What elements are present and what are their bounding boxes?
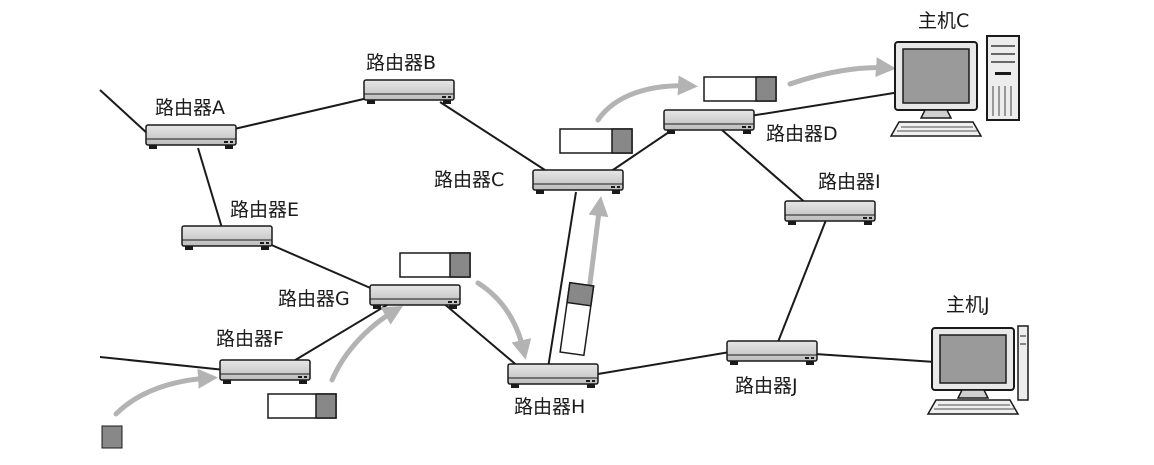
router-f bbox=[219, 359, 311, 384]
link-c-h bbox=[547, 191, 577, 369]
router-h bbox=[507, 363, 599, 388]
link-i-j bbox=[777, 219, 827, 343]
router-icon bbox=[145, 124, 237, 149]
link-h-j bbox=[597, 351, 731, 375]
router-e bbox=[181, 225, 273, 250]
link-a-b bbox=[229, 97, 369, 131]
arrow-d-to-hostc bbox=[787, 57, 896, 87]
link-offscreen-a bbox=[99, 89, 149, 135]
router-icon bbox=[784, 200, 876, 225]
router-b bbox=[363, 79, 455, 104]
router-icon bbox=[726, 340, 818, 365]
packets bbox=[101, 76, 777, 449]
link-g-h bbox=[441, 301, 521, 369]
packet-icon bbox=[101, 425, 123, 449]
router-icon bbox=[369, 284, 461, 309]
link-j-hostj bbox=[814, 353, 936, 363]
link-offscreen-f bbox=[99, 356, 226, 371]
router-icon bbox=[363, 79, 455, 104]
label-router-h: 路由器H bbox=[514, 396, 585, 418]
packet-icon bbox=[399, 252, 471, 278]
router-icon bbox=[219, 359, 311, 384]
router-a bbox=[145, 124, 237, 149]
label-host-c: 主机C bbox=[918, 10, 969, 32]
label-router-e: 路由器E bbox=[230, 199, 299, 221]
link-b-c bbox=[439, 101, 549, 173]
link-c-d bbox=[609, 129, 673, 173]
label-router-f: 路由器F bbox=[216, 328, 284, 350]
router-j bbox=[726, 340, 818, 365]
link-a-e bbox=[197, 147, 223, 229]
links bbox=[99, 89, 936, 375]
label-router-c: 路由器C bbox=[434, 169, 504, 191]
label-host-j: 主机J bbox=[946, 294, 990, 316]
link-d-i bbox=[721, 129, 809, 206]
arrow-c-to-d bbox=[595, 75, 698, 123]
packet-icon bbox=[703, 76, 777, 102]
router-i bbox=[784, 200, 876, 225]
router-icon bbox=[663, 109, 755, 134]
router-icon bbox=[532, 169, 624, 194]
labels: 路由器A 路由器B 路由器C 路由器D 路由器E 路由器F 路由器G 路由器H … bbox=[155, 10, 990, 418]
label-router-b: 路由器B bbox=[366, 52, 436, 74]
router-c bbox=[532, 169, 624, 194]
label-router-j: 路由器J bbox=[735, 375, 798, 397]
router-icon bbox=[507, 363, 599, 388]
label-router-d: 路由器D bbox=[766, 123, 838, 145]
label-router-g: 路由器G bbox=[278, 288, 350, 310]
packet-icon bbox=[267, 393, 337, 419]
label-router-a: 路由器A bbox=[155, 97, 225, 119]
computer-icon bbox=[926, 325, 1029, 415]
router-d bbox=[663, 109, 755, 134]
link-e-g bbox=[259, 239, 376, 291]
packet-icon bbox=[559, 281, 595, 357]
label-router-i: 路由器I bbox=[818, 171, 881, 193]
computer-icon bbox=[889, 35, 1020, 137]
arrow-into-f bbox=[113, 368, 218, 417]
link-f-g bbox=[291, 301, 393, 363]
router-icon bbox=[181, 225, 273, 250]
router-g bbox=[369, 284, 461, 309]
host-j bbox=[926, 325, 1029, 415]
arrow-g-to-h bbox=[475, 280, 532, 360]
host-c bbox=[889, 35, 1020, 137]
arrow-f-to-g bbox=[329, 306, 403, 383]
packet-icon bbox=[559, 128, 633, 154]
